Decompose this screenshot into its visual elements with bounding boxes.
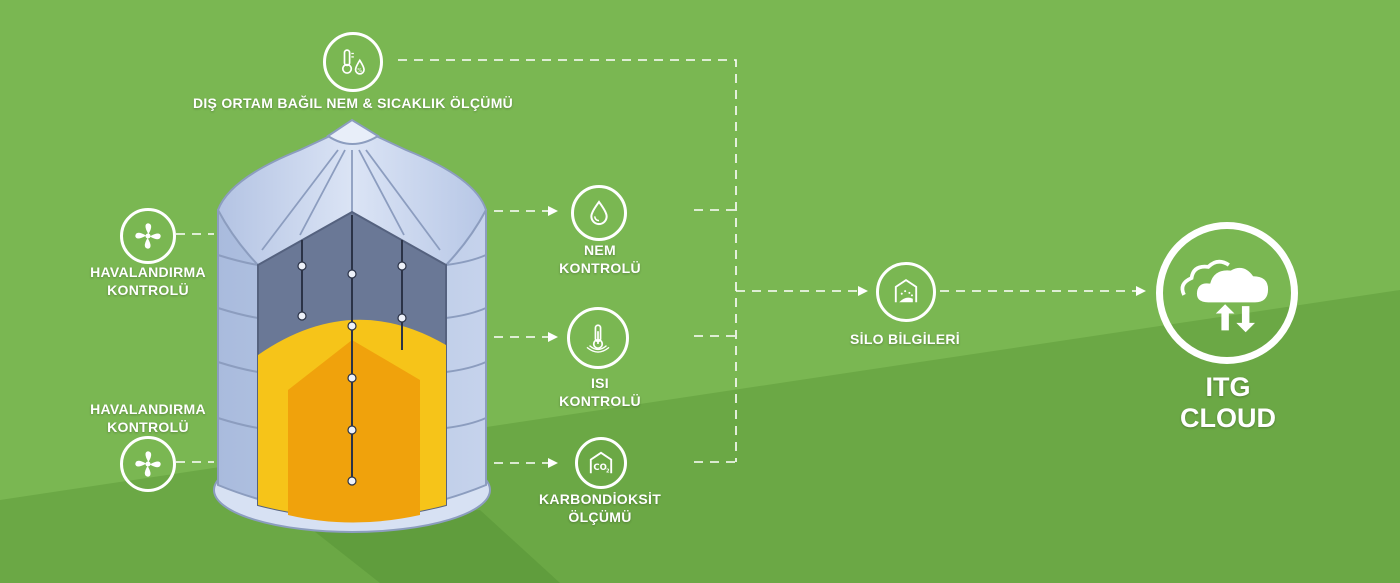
temperature-control-label-line1: ISI (590, 375, 610, 391)
connector-lines (176, 59, 1138, 464)
svg-text:CO: CO (593, 463, 606, 473)
arrowheads (548, 206, 1146, 468)
temperature-control-label-line2: KONTROLÜ (559, 393, 641, 409)
arrowhead (548, 458, 558, 468)
thermometer-icon (567, 307, 629, 369)
sensor-cables (301, 215, 403, 482)
arrowhead (548, 206, 558, 216)
svg-text:2: 2 (606, 468, 610, 474)
fan-icon (120, 208, 176, 264)
silo-roof-cap (326, 118, 380, 145)
ventilation-top-label-line1: HAVALANDIRMA (90, 264, 206, 280)
thermometer-humidity-icon: % (323, 32, 383, 92)
silo-illustration (213, 118, 491, 533)
silo-info-icon (876, 262, 936, 322)
itg-cloud-label-line1: ITG (1205, 372, 1251, 402)
ventilation-bottom-label-line1: HAVALANDIRMA (90, 401, 206, 417)
humidity-control-label: NEM KONTROLÜ (540, 241, 660, 277)
itg-cloud-label-line2: CLOUD (1180, 403, 1276, 433)
co2-icon: CO 2 (575, 437, 627, 489)
outdoor-sensor-label: DIŞ ORTAM BAĞIL NEM & SICAKLIK ÖLÇÜMÜ (192, 95, 514, 111)
co2-measurement-label-line2: ÖLÇÜMÜ (568, 509, 632, 525)
ventilation-top-label: HAVALANDIRMA KONTROLÜ (70, 263, 226, 299)
sensor-nodes (297, 261, 407, 486)
fan-icon (120, 436, 176, 492)
humidity-control-label-line1: NEM (583, 242, 616, 258)
temperature-control-label: ISI KONTROLÜ (540, 374, 660, 410)
water-drop-icon (571, 185, 627, 241)
co2-measurement-label: KARBONDİOKSİT ÖLÇÜMÜ (518, 490, 682, 526)
connector-outdoor (398, 59, 737, 462)
arrowhead (1136, 286, 1146, 296)
arrowhead (548, 332, 558, 342)
itg-cloud-label: ITG CLOUD (1160, 372, 1296, 434)
ventilation-bottom-label: HAVALANDIRMA KONTROLÜ (70, 400, 226, 436)
svg-text:%: % (357, 68, 362, 74)
co2-measurement-label-line1: KARBONDİOKSİT (538, 491, 662, 507)
silo-info-label: SİLO BİLGİLERİ (850, 331, 960, 347)
ventilation-top-label-line2: KONTROLÜ (107, 282, 189, 298)
arrowhead (858, 286, 868, 296)
cloud-sync-icon (1156, 222, 1298, 364)
ventilation-bottom-label-line2: KONTROLÜ (107, 419, 189, 435)
humidity-control-label-line2: KONTROLÜ (559, 260, 641, 276)
